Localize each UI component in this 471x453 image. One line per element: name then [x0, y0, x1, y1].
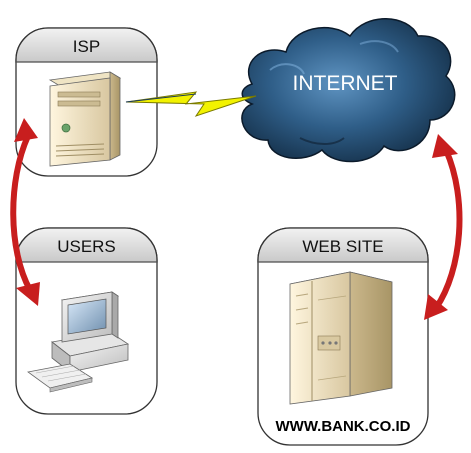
web-server-icon	[289, 271, 393, 405]
lightning-link	[125, 91, 257, 117]
website-label: WEB SITE	[302, 237, 383, 256]
isp-box: ISP	[15, 27, 158, 177]
isp-server-icon	[48, 71, 122, 167]
users-label: USERS	[57, 237, 116, 256]
users-box: USERS	[15, 227, 158, 415]
internet-label: INTERNET	[293, 72, 398, 95]
internet-website-arrow	[424, 134, 463, 320]
website-box: WEB SITE WWW.BANK.CO.ID	[257, 227, 429, 446]
desktop-computer-icon	[27, 291, 130, 393]
isp-label: ISP	[73, 37, 100, 56]
website-domain: WWW.BANK.CO.ID	[276, 418, 411, 435]
internet-cloud: INTERNET	[241, 18, 456, 163]
isp-users-arrow	[10, 118, 40, 306]
